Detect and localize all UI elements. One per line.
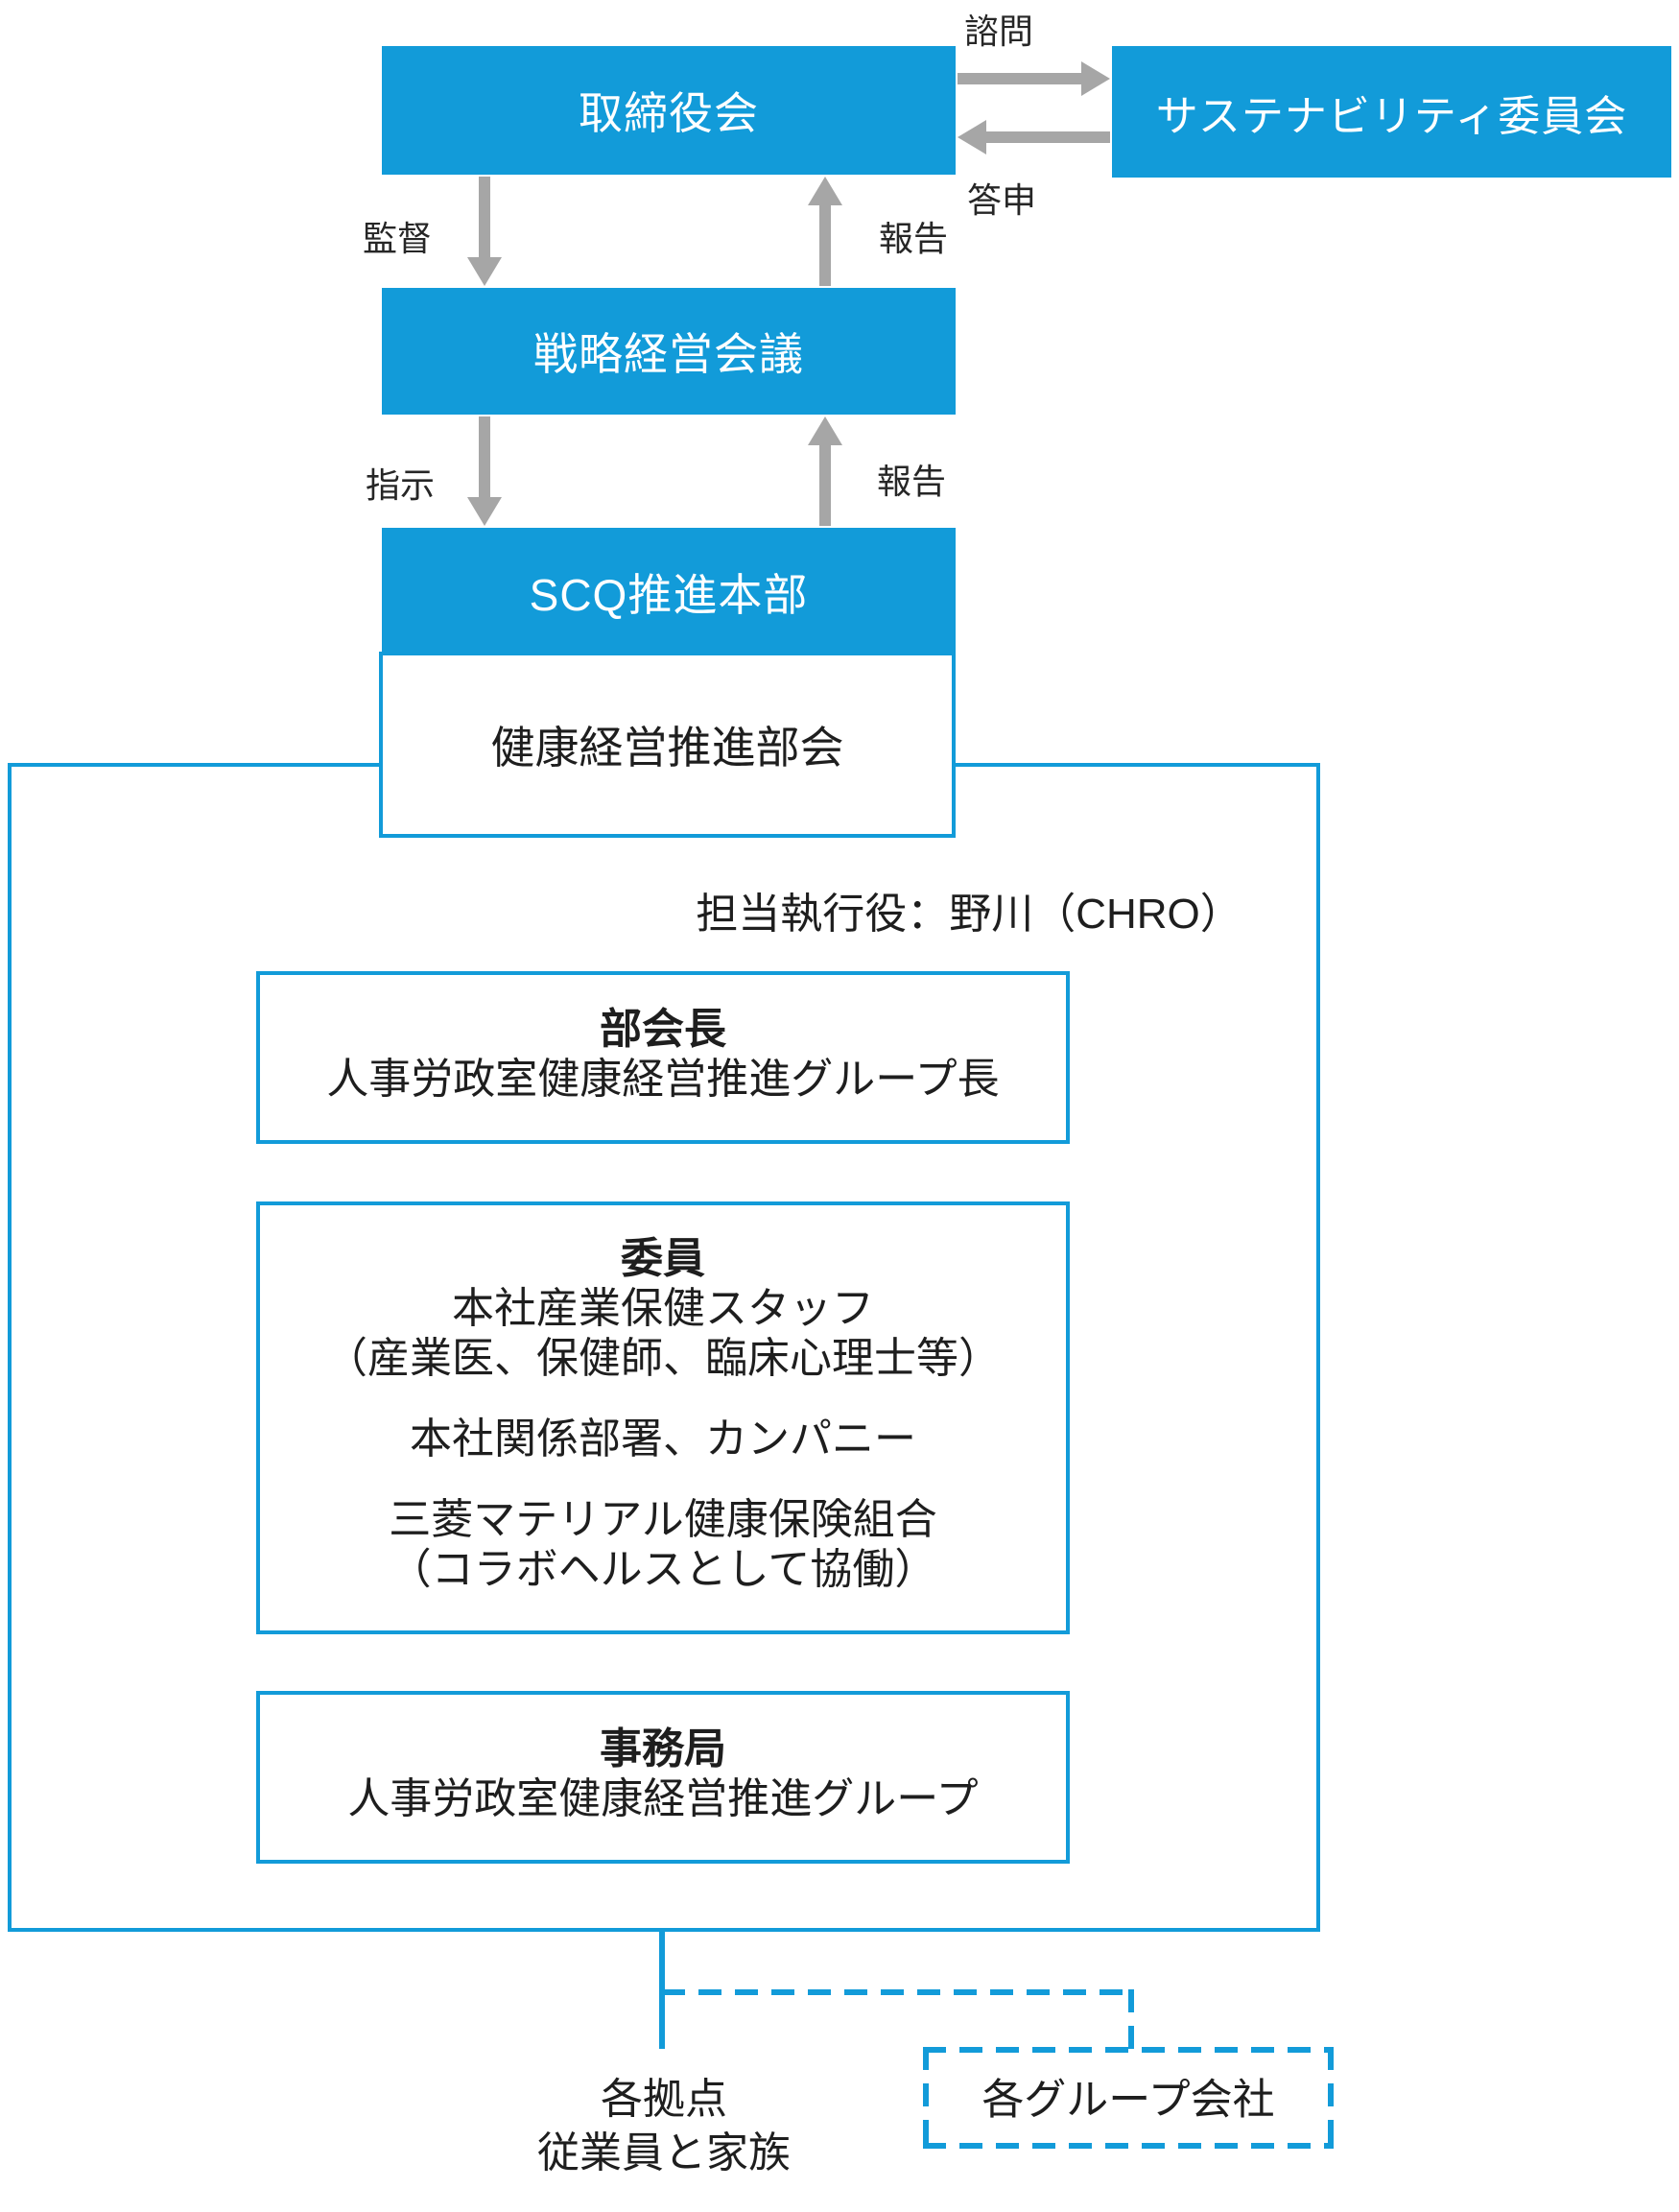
arrow-head — [467, 257, 502, 286]
arrow-shaft — [958, 73, 1085, 84]
arrow-up-report-icon — [808, 416, 842, 526]
arrow-head — [1081, 61, 1110, 96]
arrow-shaft — [479, 416, 490, 499]
arrow-head — [467, 497, 502, 526]
secretariat-title: 事務局 — [600, 1725, 726, 1772]
arrow-right-consult-icon — [958, 61, 1110, 96]
group-companies-label: 各グループ会社 — [981, 2076, 1275, 2124]
edge-label-report-to-board: 報告 — [879, 219, 949, 258]
arrow-head — [958, 120, 986, 155]
arrow-up-report-icon — [808, 177, 842, 286]
dashed-edge — [923, 2047, 1334, 2053]
arrow-shaft — [819, 443, 831, 526]
node-scq-headquarters: SCQ推進本部 — [382, 528, 956, 655]
members-title: 委員 — [621, 1235, 705, 1282]
node-strategy-meeting: 戦略経営会議 — [382, 288, 956, 415]
sites-employees-label: 各拠点 従業員と家族 — [424, 2073, 904, 2180]
node-board-of-directors: 取締役会 — [382, 46, 956, 175]
node-chairman: 部会長 人事労政室健康経営推進グループ長 — [256, 971, 1070, 1144]
edge-label-supervise: 監督 — [363, 219, 433, 258]
node-health-subcommittee: 健康経営推進部会 — [379, 652, 956, 838]
edge-label-report-to-strategy: 報告 — [877, 462, 947, 501]
arrow-shaft — [479, 177, 490, 259]
dashed-edge — [923, 2047, 929, 2149]
edge-label-instruct: 指示 — [366, 465, 436, 505]
arrow-down-supervise-icon — [467, 177, 502, 286]
arrow-shaft — [819, 203, 831, 286]
arrow-shaft — [982, 131, 1110, 143]
arrow-head — [808, 177, 842, 205]
node-members: 委員 本社産業保健スタッフ （産業医、保健師、臨床心理士等） 本社関係部署、カン… — [256, 1201, 1070, 1634]
members-line: （コラボヘルスとして協働） — [389, 1546, 937, 1593]
dashed-connector-horizontal — [662, 1989, 1134, 1995]
members-line: 三菱マテリアル健康保険組合 — [389, 1496, 937, 1543]
edge-label-report-back: 答申 — [967, 180, 1037, 220]
arrow-left-report-back-icon — [958, 120, 1110, 155]
members-line: 本社関係部署、カンパニー — [410, 1415, 916, 1463]
chairman-body: 人事労政室健康経営推進グループ長 — [326, 1056, 1000, 1103]
members-line: （産業医、保健師、臨床心理士等） — [325, 1335, 1001, 1382]
sites-line2: 従業員と家族 — [537, 2129, 791, 2176]
chairman-title: 部会長 — [600, 1006, 726, 1053]
arrow-head — [808, 416, 842, 445]
executive-in-charge-label: 担当執行役：野川（CHRO） — [696, 891, 1242, 938]
sites-line1: 各拠点 — [601, 2076, 727, 2123]
dashed-edge — [923, 2143, 1334, 2149]
node-sustainability-committee: サステナビリティ委員会 — [1112, 46, 1671, 178]
arrow-down-instruct-icon — [467, 416, 502, 526]
secretariat-body: 人事労政室健康経営推進グループ — [347, 1775, 979, 1822]
edge-label-consult: 諮問 — [964, 12, 1034, 51]
dashed-edge — [1328, 2047, 1334, 2149]
node-secretariat: 事務局 人事労政室健康経営推進グループ — [256, 1691, 1070, 1864]
members-line: 本社産業保健スタッフ — [452, 1285, 874, 1332]
dashed-connector-vertical — [1128, 1989, 1134, 2049]
node-group-companies: 各グループ会社 — [923, 2047, 1334, 2149]
